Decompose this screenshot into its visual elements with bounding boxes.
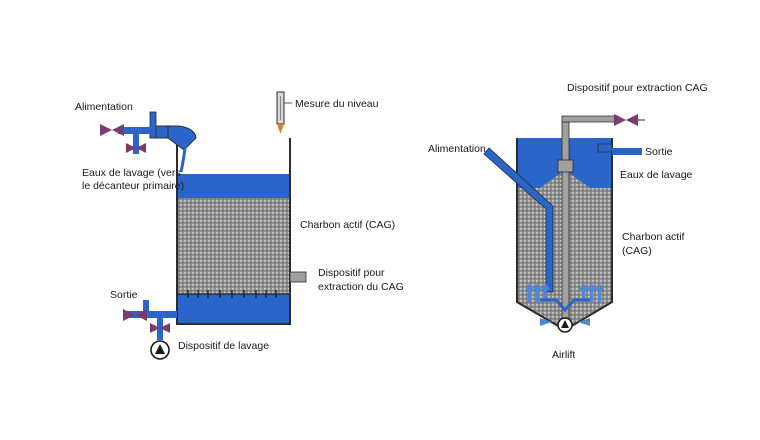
- right-extraction-pipe: [561, 115, 619, 123]
- right-outlet-weir: [597, 143, 613, 153]
- level-probe-icon: [276, 91, 285, 134]
- left-wash-pump-icon[interactable]: [150, 340, 170, 360]
- right-feed-pipe: [483, 147, 554, 293]
- right-wash-separator: [557, 159, 574, 173]
- left-wash-vertical-pipe: [133, 134, 139, 154]
- left-extraction-port: [289, 271, 307, 283]
- airlift-pump-icon[interactable]: [557, 317, 573, 333]
- left-wash-valve-icon[interactable]: [126, 143, 146, 153]
- left-tank-walls: [176, 138, 291, 325]
- left-inlet-horizontal-pipe: [118, 127, 152, 134]
- left-label-mesure-niveau: Mesure du niveau: [295, 98, 379, 110]
- right-label-sortie: Sortie: [645, 146, 673, 158]
- upflow-arrow: [541, 283, 550, 302]
- right-label-charbon-actif-1: Charbon actif: [622, 231, 685, 243]
- upflow-arrow: [595, 283, 604, 302]
- right-label-airlift: Airlift: [552, 349, 575, 361]
- left-label-charbon-actif: Charbon actif (CAG): [300, 219, 395, 231]
- left-carbon-bed: [177, 198, 290, 294]
- left-outlet-pipe: [125, 311, 177, 318]
- left-label-eaux-lavage-2: le décanteur primaire): [82, 180, 184, 192]
- right-label-extraction: Dispositif pour extraction CAG: [567, 82, 708, 94]
- upflow-arrows: [525, 283, 604, 302]
- left-label-extraction-2: extraction du CAG: [318, 281, 404, 293]
- left-nozzles: [177, 290, 290, 298]
- bottom-flow-arrows: [540, 318, 590, 326]
- left-wash-supply-pipe: [157, 318, 163, 340]
- left-label-eaux-lavage-1: Eaux de lavage (vers: [82, 167, 181, 179]
- left-wash-supply-valve-icon[interactable]: [150, 323, 170, 333]
- right-filter: Dispositif pour extraction CAG Alimentat…: [428, 82, 708, 361]
- left-water-layer: [177, 174, 290, 198]
- left-outlet-vertical-pipe: [143, 300, 149, 318]
- upflow-arrow: [579, 283, 588, 302]
- left-inlet-pipe: [167, 125, 197, 151]
- right-distributor: [540, 298, 590, 313]
- left-inlet-valve-icon[interactable]: [100, 124, 124, 136]
- upflow-arrow: [587, 283, 596, 302]
- left-filter: Alimentation Eaux de lavage (vers le déc…: [75, 91, 404, 360]
- left-inlet-stream: [179, 139, 188, 173]
- left-label-sortie: Sortie: [110, 289, 138, 301]
- left-label-extraction-1: Dispositif pour: [318, 267, 385, 279]
- right-label-eaux-lavage: Eaux de lavage: [620, 169, 693, 181]
- left-label-dispositif-lavage: Dispositif de lavage: [178, 340, 269, 352]
- left-inlet-vertical-pipe: [149, 111, 157, 139]
- upflow-arrow: [533, 283, 542, 302]
- right-extraction-valve-icon[interactable]: [614, 114, 638, 126]
- left-outlet-valve-icon[interactable]: [123, 309, 147, 321]
- right-label-charbon-actif-2: (CAG): [622, 245, 652, 257]
- right-label-alimentation: Alimentation: [428, 143, 486, 155]
- right-outlet-pipe: [612, 148, 642, 155]
- left-underdrain: [177, 294, 290, 324]
- upflow-arrow: [525, 283, 534, 302]
- airlift-column: [561, 121, 570, 319]
- left-label-alimentation: Alimentation: [75, 101, 133, 113]
